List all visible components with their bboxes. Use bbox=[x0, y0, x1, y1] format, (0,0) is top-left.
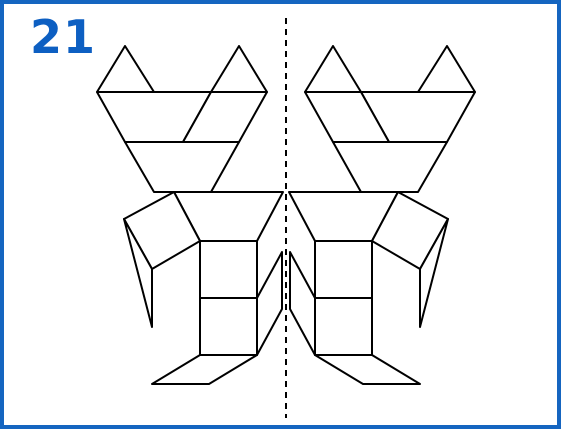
left-head-trapezoid-lower bbox=[125, 142, 239, 192]
right-foot-parallelogram bbox=[315, 355, 420, 384]
right-body-square-upper bbox=[315, 241, 372, 298]
right-ear-inner-triangle bbox=[305, 46, 361, 92]
left-body-square-upper bbox=[200, 241, 257, 298]
right-body-square-lower bbox=[315, 298, 372, 355]
left-leg-rhombus bbox=[257, 252, 282, 355]
right-leg-rhombus bbox=[290, 252, 315, 355]
left-body-square-lower bbox=[200, 298, 257, 355]
symmetry-figure bbox=[4, 4, 561, 433]
left-ear-outer-triangle bbox=[97, 46, 154, 92]
right-head-trapezoid-lower bbox=[333, 142, 447, 192]
left-half bbox=[97, 46, 283, 384]
left-ear-inner-triangle bbox=[211, 46, 267, 92]
right-half bbox=[289, 46, 475, 384]
left-foot-parallelogram bbox=[152, 355, 257, 384]
right-ear-outer-triangle bbox=[418, 46, 475, 92]
